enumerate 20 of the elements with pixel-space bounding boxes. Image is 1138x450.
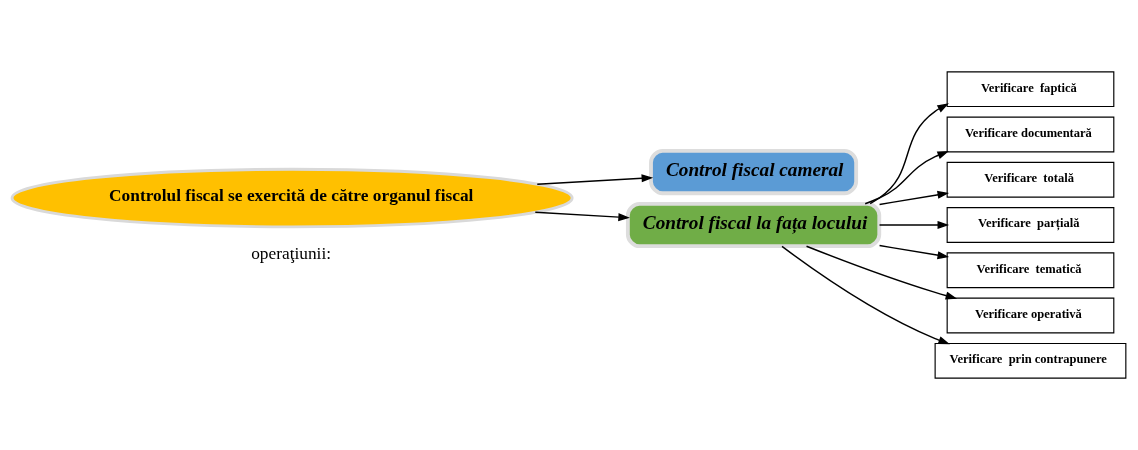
node-box: Verificare operativă bbox=[946, 297, 1115, 334]
arrow bbox=[878, 190, 950, 206]
arrow bbox=[781, 245, 950, 345]
label: operaţiunii: bbox=[251, 244, 332, 264]
arrow bbox=[864, 150, 949, 205]
node-box: Control fiscal cameral bbox=[649, 148, 859, 196]
arrow bbox=[878, 220, 950, 230]
node-box: Control fiscal la fața locului bbox=[625, 201, 882, 249]
node-box: Verificare documentară bbox=[946, 116, 1115, 153]
arrow bbox=[878, 244, 950, 260]
arrow bbox=[536, 174, 654, 185]
node-box: Verificare prin contrapunere bbox=[934, 342, 1127, 379]
node-box: Verificare faptică bbox=[946, 71, 1115, 108]
node-box: Verificare tematică bbox=[946, 252, 1115, 289]
arrow bbox=[805, 245, 958, 300]
node-box: Verificare totală bbox=[946, 161, 1115, 198]
arrow bbox=[869, 103, 949, 205]
node-ellipse: Controlul fiscal se exercită de către organul fiscal bbox=[10, 167, 574, 229]
node-box: Verificare parțială bbox=[946, 207, 1115, 243]
arrow bbox=[534, 211, 630, 222]
